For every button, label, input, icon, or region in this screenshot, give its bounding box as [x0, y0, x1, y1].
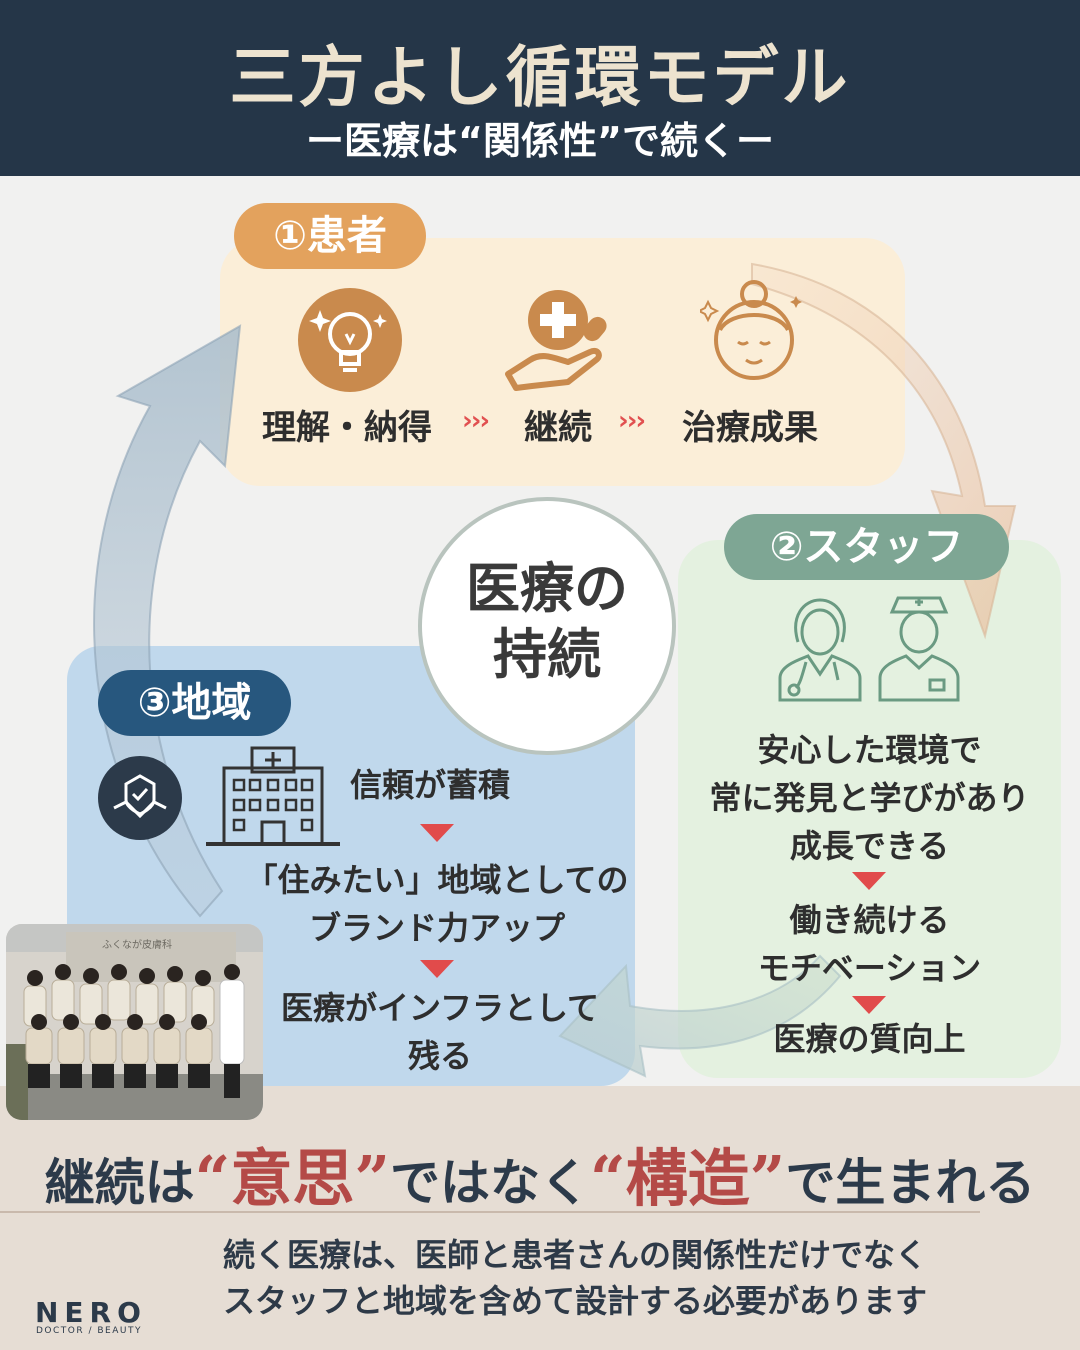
- headline-part: で生まれる: [785, 1153, 1036, 1212]
- region-text-line: 残る: [407, 1037, 472, 1075]
- handshake-icon: [98, 756, 182, 840]
- region-label: ③地域: [98, 670, 291, 736]
- region-text-infrastructure: 医療がインフラとして 残る: [262, 984, 618, 1080]
- brand-logo-subtitle: DOCTOR / BEAUTY: [36, 1326, 142, 1336]
- headline-emphasis-intention: “意思”: [194, 1142, 390, 1215]
- region-text-line: 医療がインフラとして: [280, 989, 600, 1027]
- header-bar: [0, 0, 1080, 176]
- smiling-face-icon: [700, 280, 802, 380]
- page-title: 三方よし循環モデル: [229, 39, 851, 116]
- staff-panel: [678, 540, 1061, 1078]
- region-text-trust: 信頼が蓄積: [350, 766, 511, 804]
- staff-text-line: 成長できる: [789, 827, 950, 865]
- region-text-brand: 「住みたい」地域としての ブランド力アップ: [222, 856, 652, 952]
- patient-step-understanding: 理解・納得: [262, 408, 432, 448]
- hospital-building-icon: [206, 746, 340, 846]
- bottom-description: 続く医療は、医師と患者さんの関係性だけでなく スタッフと地域を含めて設計する必要…: [170, 1232, 980, 1324]
- arrow-patient-to-staff: [751, 262, 1017, 640]
- down-arrow-icon: [420, 960, 454, 978]
- page-subtitle: ー医療は“関係性”で続くー: [306, 119, 774, 163]
- bottom-headline: 継続は“意思”ではなく“構造”で生まれる: [0, 1128, 1080, 1218]
- patient-step-continuation: 継続: [524, 408, 592, 448]
- down-arrow-icon: [420, 824, 454, 842]
- center-circle: [418, 497, 676, 755]
- lightbulb-icon: [298, 288, 402, 392]
- headline-part: ではなく: [390, 1153, 590, 1212]
- nurse-icon: [878, 596, 960, 702]
- headline-part: 継続は: [44, 1153, 195, 1212]
- clinic-sign: ふくなが皮膚科: [102, 940, 172, 951]
- brand-logo: NERO: [35, 1296, 147, 1329]
- down-arrow-icon: [852, 872, 886, 890]
- center-label: 医療の 持続: [418, 555, 676, 687]
- chevron-right-icon: ›››: [618, 406, 646, 436]
- center-label-line: 持続: [493, 622, 601, 686]
- chevron-right-icon: ›››: [462, 406, 490, 436]
- headline-emphasis-structure: “構造”: [590, 1142, 786, 1215]
- arrow-staff-to-region: [558, 954, 842, 1078]
- patient-label: ①患者: [234, 203, 426, 269]
- staff-group-photo: ふくなが皮膚科: [6, 924, 263, 1120]
- staff-text-environment: 安心した環境で 常に発見と学びがあり 成長できる: [678, 726, 1061, 870]
- staff-text-motivation: 働き続ける モチベーション: [678, 896, 1061, 992]
- staff-label: ②スタッフ: [724, 514, 1009, 580]
- doctor-icon: [778, 598, 862, 702]
- description-line: スタッフと地域を含めて設計する必要があります: [222, 1282, 927, 1320]
- staff-text-quality: 医療の質向上: [773, 1020, 966, 1058]
- divider-line: [0, 1211, 980, 1213]
- staff-text-line: 安心した環境で: [757, 731, 982, 769]
- down-arrow-icon: [852, 996, 886, 1014]
- staff-text-line: 常に発見と学びがあり: [709, 779, 1030, 817]
- center-label-line: 医療の: [466, 556, 628, 620]
- region-text-line: ブランド力アップ: [308, 909, 565, 947]
- care-hand-icon: [505, 290, 607, 391]
- bottom-band: [0, 1086, 1080, 1350]
- description-line: 続く医療は、医師と患者さんの関係性だけでなく: [222, 1236, 927, 1274]
- patient-step-outcome: 治療成果: [682, 408, 818, 448]
- staff-text-line: 働き続ける: [789, 901, 950, 939]
- region-text-line: 「住みたい」地域としての: [245, 861, 629, 899]
- staff-text-line: モチベーション: [757, 949, 982, 987]
